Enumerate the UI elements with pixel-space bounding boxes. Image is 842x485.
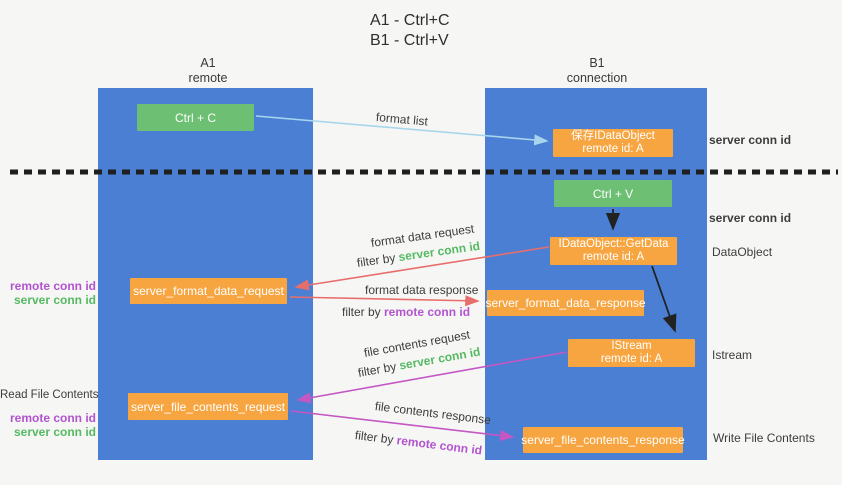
node-server-file-contents-request-label: server_file_contents_request — [130, 399, 286, 414]
diagram-title: A1 - Ctrl+C B1 - Ctrl+V — [370, 11, 450, 51]
annotation-istream: Istream — [712, 348, 753, 362]
filter-by-text: filter by — [356, 250, 400, 270]
edge-label-filter-file-response: filter by remote conn id — [354, 428, 483, 457]
node-ctrl-c: Ctrl + C — [137, 104, 254, 131]
annotation-dataobject: DataObject — [712, 245, 773, 259]
annotation-remote-conn-id-format: remote conn id — [9, 279, 96, 293]
lifeline-a1-name: A1 — [200, 56, 216, 70]
remote-conn-id-text: remote conn id — [395, 433, 483, 458]
annotation-server-conn-id-mid: server conn id — [709, 211, 792, 225]
node-server-file-contents-response-label: server_file_contents_response — [521, 433, 685, 447]
lifeline-b1-role: connection — [566, 71, 628, 85]
annotation-read-file-contents: Read File Contents — [0, 389, 99, 401]
lifeline-header-a1: A1 remote — [98, 56, 318, 86]
arrow-format-data-response — [289, 295, 480, 307]
node-save-idataobject: 保存IDataObject remote id: A — [553, 129, 673, 157]
title-line-a1: A1 - Ctrl+C — [370, 12, 450, 29]
lifeline-header-b1: B1 connection — [487, 56, 707, 86]
node-istream-line1: IStream — [611, 340, 652, 352]
filter-by-text: filter by — [354, 428, 398, 448]
edge-label-filter-format-response: filter by remote conn id — [342, 305, 470, 319]
node-server-file-contents-response: server_file_contents_response — [521, 427, 685, 453]
filter-by-text: filter by — [356, 358, 401, 380]
node-server-format-data-response-label: server_format_data_response — [485, 296, 646, 310]
node-istream: IStream remote id: A — [568, 339, 695, 367]
node-server-format-data-request-label: server_format_data_request — [133, 284, 284, 298]
filter-by-text: filter by — [342, 305, 385, 319]
node-server-file-contents-request: server_file_contents_request — [128, 393, 288, 420]
node-ctrl-c-label: Ctrl + C — [174, 110, 216, 125]
node-save-idataobject-line1: 保存IDataObject — [571, 130, 655, 142]
annotation-server-conn-id-file: server conn id — [13, 425, 96, 439]
edge-label-file-contents-response: file contents response — [374, 399, 492, 428]
lifeline-b1-name: B1 — [589, 56, 605, 70]
node-ctrl-v-label: Ctrl + V — [592, 186, 634, 201]
node-idataobject-getdata-line2: remote id: A — [582, 251, 645, 263]
node-save-idataobject-line2: remote id: A — [582, 143, 644, 155]
annotation-server-conn-id-format: server conn id — [13, 293, 96, 307]
node-ctrl-v: Ctrl + V — [554, 180, 672, 207]
annotation-server-conn-id-top: server conn id — [709, 133, 792, 147]
node-idataobject-getdata-line1: IDataObject::GetData — [558, 238, 669, 250]
annotation-remote-conn-id-file: remote conn id — [9, 411, 96, 425]
node-idataobject-getdata: IDataObject::GetData remote id: A — [550, 237, 677, 265]
node-istream-line2: remote id: A — [600, 353, 663, 365]
lifeline-a1-role: remote — [188, 71, 228, 85]
edge-label-format-data-response: format data response — [365, 283, 479, 297]
annotation-write-file-contents: Write File Contents — [713, 431, 815, 445]
title-line-b1: B1 - Ctrl+V — [370, 32, 449, 49]
remote-conn-id-text: remote conn id — [384, 305, 471, 319]
node-server-format-data-request: server_format_data_request — [130, 278, 287, 304]
edge-label-format-list: format list — [375, 110, 429, 129]
node-server-format-data-response: server_format_data_response — [485, 290, 646, 316]
